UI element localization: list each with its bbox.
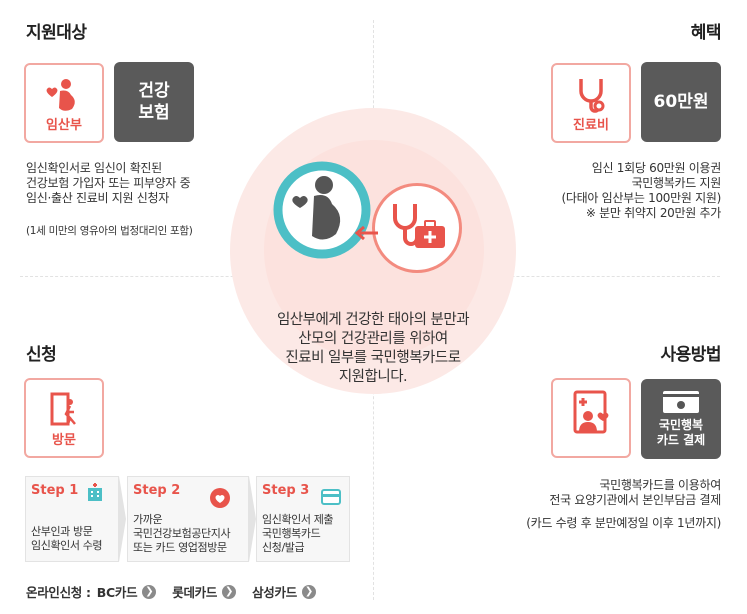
- health-insurance-box: 건강 보험: [114, 62, 194, 142]
- samsung-card-link[interactable]: 삼성카드: [252, 585, 297, 600]
- arrow-left-icon: [354, 226, 378, 240]
- usage-note: (카드 수령 후 분만예정일 이후 1년까지): [526, 516, 721, 530]
- step-arrow: [249, 476, 256, 562]
- benefit-description: 임신 1회당 60만원 이용권 국민행복카드 지원 (다태아 임산부는 100만…: [561, 161, 722, 220]
- step-1-label: Step 1: [31, 483, 79, 498]
- lotte-card-link[interactable]: 롯데카드: [172, 585, 218, 600]
- step-2: Step 2 가까운 국민건강보험공단지사 또는 카드 영업점방문: [127, 476, 249, 562]
- door-walk-icon: [50, 392, 76, 426]
- hospital-icon: [88, 483, 102, 501]
- card-icon: [321, 489, 341, 505]
- step-1: Step 1 산부인과 방문 임신확인서 수령: [25, 476, 119, 562]
- clinic-icon-box: [551, 378, 631, 458]
- target-description: 임신확인서로 임신이 확진된 건강보험 가입자 또는 피부양자 중 임신·출산 …: [26, 161, 191, 205]
- stethoscope-icon: [579, 79, 605, 113]
- go-arrow-icon[interactable]: ❯: [301, 584, 316, 599]
- medical-circle: [372, 183, 462, 273]
- step-1-desc: 산부인과 방문 임신확인서 수령: [31, 525, 103, 552]
- online-apply-label: 온라인신청 :: [26, 585, 91, 600]
- go-arrow-icon[interactable]: ❯: [142, 584, 157, 599]
- pregnant-ring-icon: [273, 161, 371, 259]
- medical-person-icon: [573, 390, 609, 434]
- bc-card-link[interactable]: BC카드: [96, 585, 138, 600]
- center-text: 임산부에게 건강한 태아의 분만과 산모의 건강관리를 위하여 진료비 일부를 …: [276, 312, 470, 385]
- step-2-desc: 가까운 국민건강보험공단지사 또는 카드 영업점방문: [133, 513, 231, 554]
- health-insurance-label: 건강 보험: [138, 81, 170, 123]
- step-3-label: Step 3: [262, 483, 310, 498]
- step-arrow: [119, 476, 126, 562]
- pregnant-label: 임산부: [46, 118, 82, 133]
- go-arrow-icon[interactable]: ❯: [222, 584, 237, 599]
- amount-box: 60만원: [641, 62, 721, 142]
- benefit-title: 혜택: [690, 23, 722, 43]
- card-payment-box: 국민행복 카드 결제: [641, 379, 721, 459]
- step-3: Step 3 임신확인서 제출 국민행복카드 신청/발급: [256, 476, 350, 562]
- heart-pin-icon: [210, 488, 230, 508]
- card-payment-label: 국민행복 카드 결제: [656, 418, 706, 447]
- usage-description: 국민행복카드를 이용하여 전국 요양기관에서 본인부담금 결제: [549, 478, 721, 507]
- target-title: 지원대상: [26, 23, 87, 43]
- online-apply-row: 온라인신청 : BC카드 ❯ 롯데카드 ❯ 삼성카드 ❯: [26, 582, 332, 601]
- step-3-desc: 임신확인서 제출 국민행복카드 신청/발급: [262, 513, 334, 554]
- medical-fee-label: 진료비: [573, 118, 609, 133]
- visit-icon-box: 방문: [24, 378, 104, 458]
- amount-label: 60만원: [653, 92, 709, 112]
- target-note: (1세 미만의 영유아의 법정대리인 포함): [26, 225, 193, 237]
- medical-fee-icon-box: 진료비: [551, 63, 631, 143]
- pregnant-icon-box: 임산부: [24, 63, 104, 143]
- usage-title: 사용방법: [660, 345, 721, 365]
- stethoscope-kit-icon: [393, 204, 445, 248]
- happy-card-icon: [663, 391, 699, 413]
- apply-title: 신청: [26, 345, 57, 365]
- visit-label: 방문: [52, 433, 76, 448]
- pregnant-woman-icon: [46, 79, 75, 111]
- step-2-label: Step 2: [133, 483, 181, 498]
